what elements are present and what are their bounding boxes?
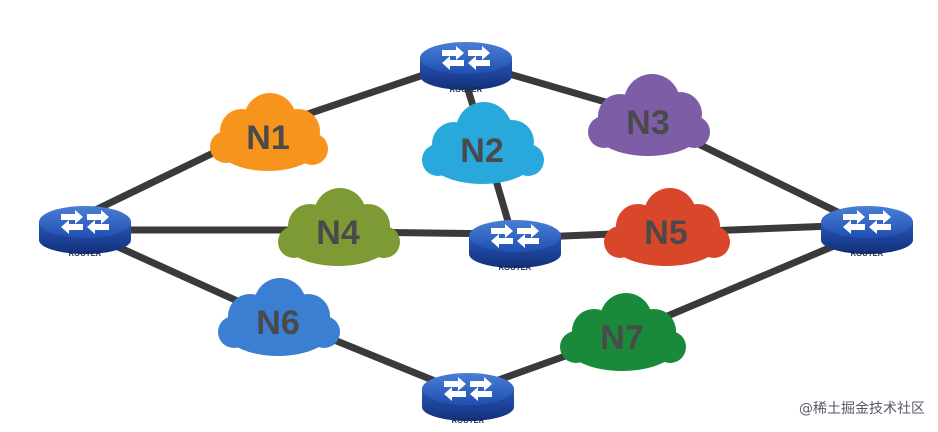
network-n7-label: N7 xyxy=(600,319,643,357)
router-center-label: ROUTER xyxy=(499,263,532,272)
network-n5-label: N5 xyxy=(644,214,687,252)
watermark: @稀土掘金技术社区 xyxy=(799,401,925,417)
router-left-label: ROUTER xyxy=(69,249,102,258)
network-n3: N3 xyxy=(588,74,710,156)
network-n1-label: N1 xyxy=(246,119,289,157)
cloud-n4-shape xyxy=(278,188,400,266)
network-n3-label: N3 xyxy=(626,104,669,142)
cloud-n5-shape xyxy=(604,188,730,266)
router-bottom-label: ROUTER xyxy=(452,416,485,425)
cloud-n7-shape xyxy=(560,293,686,371)
router-right-label: ROUTER xyxy=(851,249,884,258)
router-center: ROUTER xyxy=(469,220,561,272)
network-n2-label: N2 xyxy=(460,132,503,170)
cloud-n3-shape xyxy=(588,74,710,156)
link-n3-right xyxy=(676,131,862,226)
cloud-n2-shape xyxy=(422,102,544,184)
network-n4: N4 xyxy=(278,188,400,266)
router-top: ROUTER xyxy=(420,42,512,94)
network-n6-label: N6 xyxy=(256,304,299,342)
router-top-label: ROUTER xyxy=(450,85,483,94)
router-left: ROUTER xyxy=(39,206,131,258)
network-n5: N5 xyxy=(604,188,730,266)
network-n1: N1 xyxy=(210,93,328,171)
router-bottom: ROUTER xyxy=(422,373,514,425)
cloud-n1-shape xyxy=(210,93,328,171)
network-n6: N6 xyxy=(218,278,340,356)
network-n7: N7 xyxy=(560,293,686,371)
network-n4-label: N4 xyxy=(316,214,360,252)
network-n2: N2 xyxy=(422,102,544,184)
router-right: ROUTER xyxy=(821,206,913,258)
cloud-n6-shape xyxy=(218,278,340,356)
